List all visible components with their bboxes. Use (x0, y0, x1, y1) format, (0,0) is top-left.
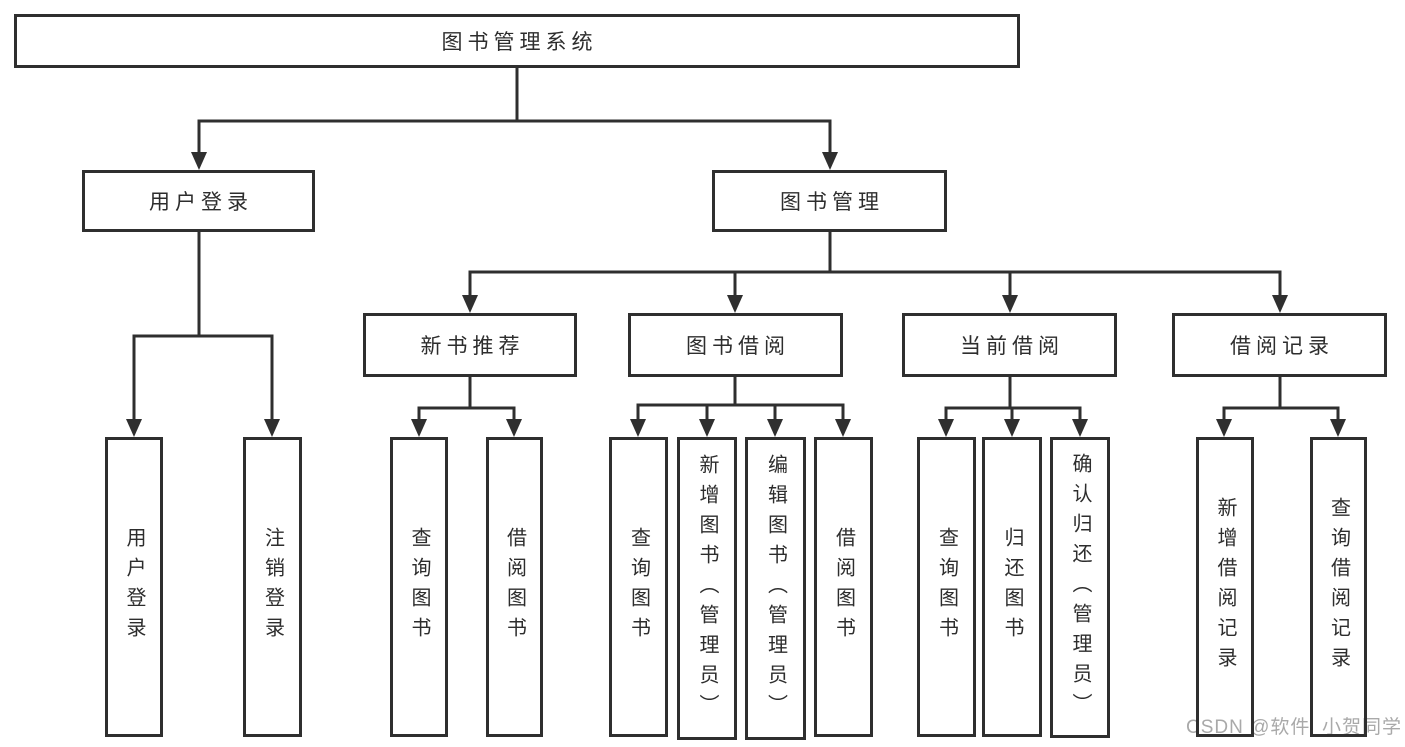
leaf-query-books-current: 查询图书 (917, 437, 976, 737)
arrowheads (126, 152, 1346, 437)
leaf-return-book: 归还图书 (982, 437, 1042, 737)
leaf-user-login: 用户登录 (105, 437, 163, 737)
leaf-query-borrow-record: 查询借阅记录 (1310, 437, 1367, 737)
leaf-borrow-books-recommend: 借阅图书 (486, 437, 543, 737)
node-borrow-records: 借阅记录 (1172, 313, 1387, 377)
node-new-book-recommend: 新书推荐 (363, 313, 577, 377)
leaf-add-book-admin: 新增图书（管理员） (677, 437, 737, 740)
csdn-watermark: CSDN @软件_小贺同学 (1186, 717, 1402, 738)
leaf-add-borrow-record: 新增借阅记录 (1196, 437, 1254, 737)
connector-edges (132, 68, 1340, 421)
leaf-edit-book-admin: 编辑图书（管理员） (745, 437, 806, 740)
leaf-borrow-books: 借阅图书 (814, 437, 873, 737)
leaf-logout: 注销登录 (243, 437, 302, 737)
node-book-borrow: 图书借阅 (628, 313, 843, 377)
leaf-query-books-borrow: 查询图书 (609, 437, 668, 737)
leaf-confirm-return-admin: 确认归还（管理员） (1050, 437, 1110, 738)
node-user-login: 用户登录 (82, 170, 315, 232)
node-root-library-management-system: 图书管理系统 (14, 14, 1020, 68)
node-book-management: 图书管理 (712, 170, 947, 232)
node-current-borrow: 当前借阅 (902, 313, 1117, 377)
leaf-query-books-recommend: 查询图书 (390, 437, 448, 737)
